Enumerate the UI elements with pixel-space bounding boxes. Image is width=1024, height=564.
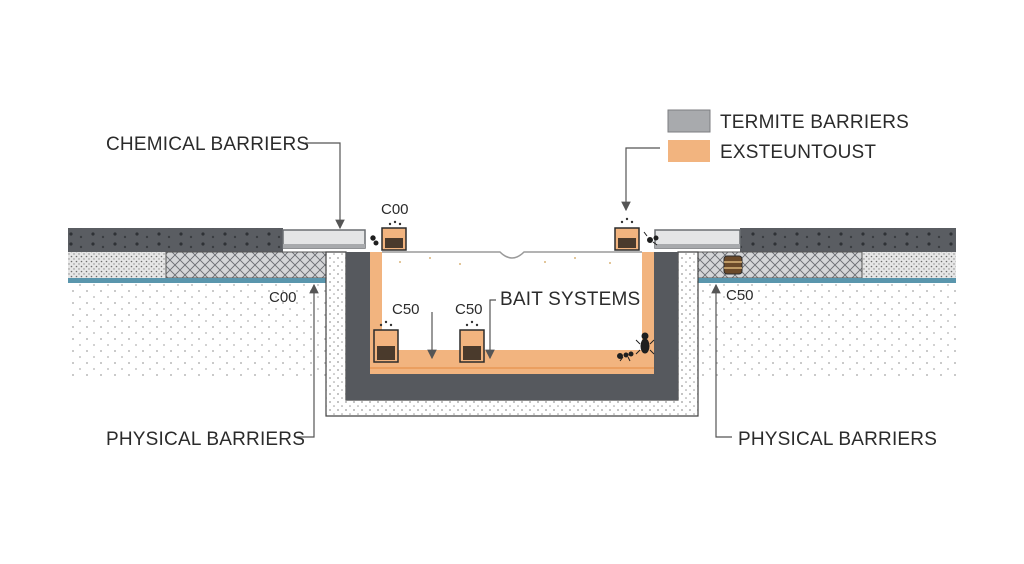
soil-left (68, 280, 326, 380)
bait-station-right-mesh (723, 255, 743, 275)
termite-icon-left-plate (370, 235, 379, 246)
code-left-membrane: C00 (269, 289, 297, 306)
leader-physical-left (297, 283, 319, 438)
legend-label-termite-barriers: TERMITE BARRIERS (720, 112, 909, 133)
leader-physical-right (711, 283, 732, 438)
slab-left (68, 228, 283, 252)
bait-station-pit-left (373, 320, 399, 363)
code-bait-left: C50 (392, 301, 420, 318)
bait-station-pit-center (459, 320, 485, 363)
pit-surface-line (382, 251, 642, 259)
membrane-left (68, 278, 328, 283)
leader-legend-right (621, 147, 660, 212)
legend-label-exsteuntoust: EXSTEUNTOUST (720, 142, 876, 163)
pit-concrete-wall (346, 252, 678, 400)
legend-swatch-exsteuntoust (668, 140, 710, 162)
termite-icon (635, 332, 655, 355)
termite-icon-right-plate (643, 231, 659, 246)
mesh-barrier-right (697, 251, 863, 279)
legend-swatch-termite-barriers (667, 109, 711, 133)
leader-bait-systems (485, 299, 496, 360)
bait-station-top-left (381, 220, 407, 251)
ant-icon (617, 351, 634, 362)
label-physical-barriers-right: PHYSICAL BARRIERS (738, 429, 937, 450)
label-physical-barriers-left: PHYSICAL BARRIERS (106, 429, 305, 450)
right-barrier-strip (655, 244, 740, 248)
surface-dots (399, 257, 611, 265)
slab-right (740, 228, 956, 252)
sand-layer-left (68, 252, 166, 280)
membrane-right (698, 278, 956, 283)
leader-chemical (305, 142, 345, 230)
pit-interior (382, 252, 642, 350)
code-right-membrane: C50 (726, 287, 754, 304)
code-bait-center: C50 (455, 301, 483, 318)
label-bait-systems: BAIT SYSTEMS (500, 289, 640, 310)
soil-right (698, 280, 956, 380)
bait-station-top-right (614, 217, 640, 251)
mesh-barrier-left (165, 251, 329, 279)
code-top-left-station: C00 (381, 201, 409, 218)
label-chemical-barriers: CHEMICAL BARRIERS (106, 134, 309, 155)
chemical-barrier-strip (283, 244, 365, 248)
sand-layer-right (862, 252, 956, 280)
